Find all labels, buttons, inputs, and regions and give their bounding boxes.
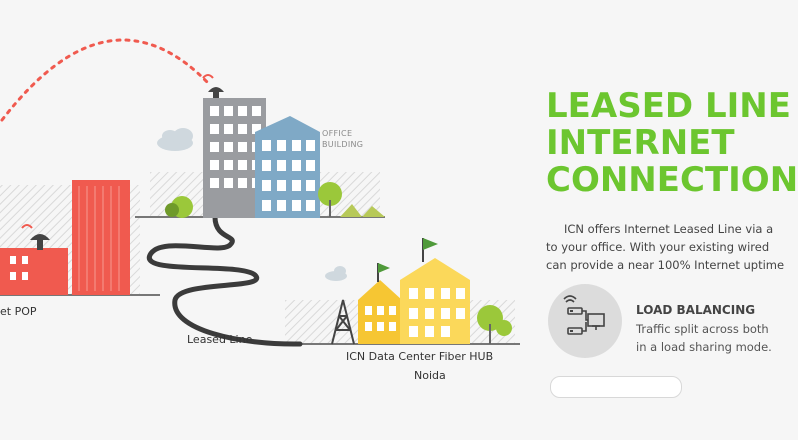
- datacenter-building-yellow: [400, 238, 470, 344]
- description-line-1: offers Internet Leased Line via a: [584, 222, 774, 236]
- title-line-1: LEASED LINE: [546, 86, 791, 126]
- transmission-tower-icon: [331, 299, 355, 345]
- load-balancing-icon: [548, 284, 622, 358]
- leased-line-label: Leased Line: [187, 333, 253, 346]
- cloud-icon-small: [325, 266, 347, 281]
- wireless-link-arc: [0, 38, 212, 122]
- office-label-line-1: OFFICE: [322, 129, 353, 138]
- more-button[interactable]: [550, 376, 682, 398]
- feature-text: Traffic split across both in a load shar…: [636, 320, 772, 356]
- description-line-3: can provide a near 100% Internet uptime: [546, 258, 785, 272]
- datacenter-label-line-1: ICN Data Center Fiber HUB: [346, 350, 494, 363]
- office-building-blue: [255, 116, 320, 218]
- pop-building: [0, 180, 130, 295]
- pop-satellite-dish-icon: [21, 224, 50, 250]
- datacenter-label-line-2: Noida: [414, 369, 446, 382]
- feature-text-line-1: Traffic split across both: [636, 322, 769, 336]
- description: ICN offers Internet Leased Line via a to…: [546, 220, 784, 274]
- title-line-2: INTERNET: [546, 123, 735, 163]
- feature-text-line-2: in a load sharing mode.: [636, 340, 772, 354]
- office-building-label: OFFICE BUILDING: [322, 128, 363, 150]
- pop-label: et POP: [0, 305, 37, 318]
- cloud-icon: [157, 128, 193, 151]
- description-line-2: to your office. With your existing wired: [546, 240, 770, 254]
- content-panel: LEASED LINE INTERNET CONNECTION ICN offe…: [546, 0, 798, 440]
- datacenter-building-orange: [358, 263, 402, 344]
- office-satellite-dish-icon: [202, 74, 224, 98]
- network-illustration: [0, 38, 520, 347]
- datacenter-trees-icon: [477, 305, 512, 344]
- tree-icon: [165, 182, 342, 218]
- page-title: LEASED LINE INTERNET CONNECTION: [546, 88, 798, 199]
- feature-title: LOAD BALANCING: [636, 303, 756, 317]
- leased-line-cable: [147, 214, 303, 347]
- description-brand: ICN: [564, 222, 585, 236]
- office-label-line-2: BUILDING: [322, 140, 364, 149]
- grass-icon: [340, 204, 385, 217]
- title-line-3: CONNECTION: [546, 160, 798, 200]
